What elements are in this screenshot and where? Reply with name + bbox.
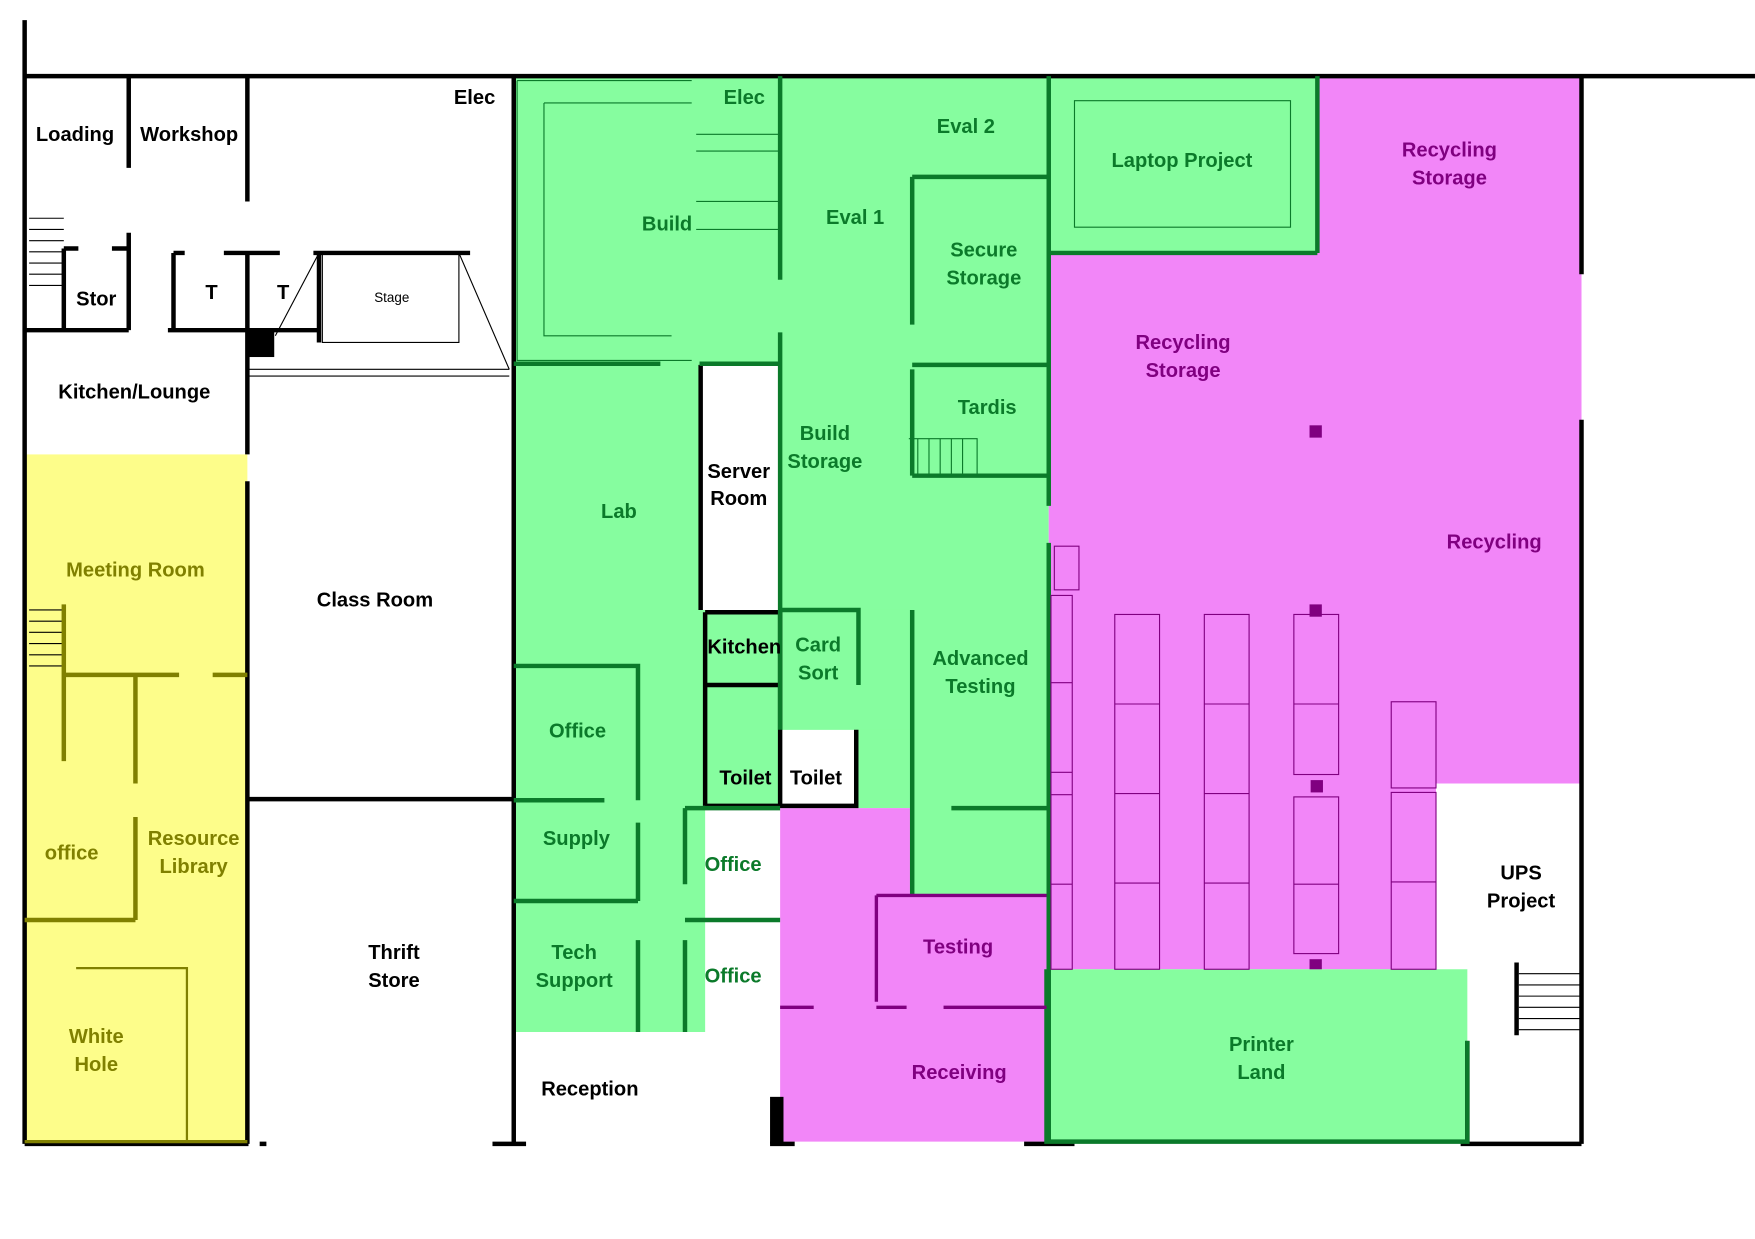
- label-workshop: Workshop: [140, 124, 238, 146]
- label-kitchen-lounge: Kitchen/Lounge: [58, 381, 210, 403]
- label-reception: Reception: [541, 1079, 638, 1101]
- label-advanced-testing: Advanced: [932, 648, 1028, 670]
- label-build-storage-2: Storage: [787, 451, 862, 473]
- label-recycling-storage-2b: Storage: [1146, 360, 1221, 382]
- room-labels-purple: Recycling Storage Recycling Storage Recy…: [912, 140, 1542, 1084]
- label-ups-project: UPS: [1500, 863, 1541, 885]
- yellow-walls: [24, 604, 248, 1144]
- label-eval-1: Eval 1: [826, 207, 884, 229]
- label-card-sort-2: Sort: [798, 662, 839, 684]
- label-office-small: office: [45, 843, 99, 865]
- label-thrift-store-2: Store: [368, 970, 419, 992]
- label-toilet-t1: T: [205, 282, 218, 304]
- label-recycling-storage-1b: Storage: [1412, 168, 1487, 190]
- label-resource-library-2: Library: [160, 856, 229, 878]
- label-elec-green: Elec: [724, 87, 765, 109]
- label-tardis: Tardis: [958, 397, 1017, 419]
- green-zone-laptop: [1048, 76, 1318, 253]
- label-server-room: Server: [707, 461, 770, 483]
- green-walls: [513, 76, 1470, 1144]
- label-recycling-storage-1: Recycling: [1402, 140, 1497, 162]
- label-toilet-1: Toilet: [719, 768, 771, 790]
- label-elec: Elec: [454, 87, 495, 109]
- label-recycling: Recycling: [1447, 531, 1542, 553]
- label-office-1: Office: [549, 721, 606, 743]
- magenta-zone-recycling: [1048, 76, 1582, 970]
- label-recycling-storage-2: Recycling: [1136, 332, 1231, 354]
- label-toilet-2: Toilet: [790, 768, 842, 790]
- green-zone-cardsort: [780, 609, 910, 730]
- label-ups-project-2: Project: [1487, 891, 1556, 913]
- label-class-room: Class Room: [317, 590, 433, 612]
- label-secure-storage-2: Storage: [946, 267, 1021, 289]
- room-labels-black: Loading Workshop Elec Stor T T Stage Kit…: [36, 87, 1556, 1101]
- room-labels-olive: Meeting Room office Resource Library Whi…: [45, 559, 240, 1076]
- label-secure-storage: Secure: [950, 239, 1017, 261]
- label-eval-2: Eval 2: [937, 116, 995, 138]
- label-office-2: Office: [705, 854, 762, 876]
- label-loading: Loading: [36, 124, 114, 146]
- label-lab: Lab: [601, 501, 637, 523]
- label-card-sort: Card: [795, 634, 841, 656]
- label-tech-support: Tech: [551, 942, 596, 964]
- label-supply: Supply: [543, 828, 611, 850]
- label-white-hole-2: Hole: [74, 1054, 118, 1076]
- label-build: Build: [642, 214, 692, 236]
- label-server-room-2: Room: [710, 488, 767, 510]
- label-resource-library: Resource: [148, 828, 240, 850]
- room-labels-green: Elec Build Eval 2 Eval 1 Secure Storage …: [536, 87, 1294, 1084]
- magenta-walls: [780, 425, 1437, 1009]
- label-thrift-store: Thrift: [368, 942, 420, 964]
- label-testing: Testing: [923, 937, 993, 959]
- label-office-3: Office: [705, 966, 762, 988]
- label-receiving: Receiving: [912, 1062, 1007, 1084]
- recycling-racks: [1050, 545, 1437, 970]
- label-build-storage: Build: [800, 423, 850, 445]
- yellow-zone: [24, 454, 248, 1144]
- label-stor: Stor: [76, 289, 116, 311]
- label-tech-support-2: Support: [536, 970, 613, 992]
- label-kitchen: Kitchen: [707, 637, 781, 659]
- label-advanced-testing-2: Testing: [945, 676, 1015, 698]
- label-stage: Stage: [374, 290, 409, 305]
- label-laptop-project: Laptop Project: [1111, 150, 1252, 172]
- magenta-zone-receiving: [780, 808, 1047, 1142]
- label-white-hole: White: [69, 1026, 124, 1048]
- label-toilet-t2: T: [277, 282, 290, 304]
- label-meeting-room: Meeting Room: [66, 559, 205, 581]
- walls: [22, 20, 1755, 1147]
- label-printer-land-2: Land: [1237, 1062, 1285, 1084]
- green-zone-printer: [1046, 969, 1468, 1142]
- label-printer-land: Printer: [1229, 1034, 1294, 1056]
